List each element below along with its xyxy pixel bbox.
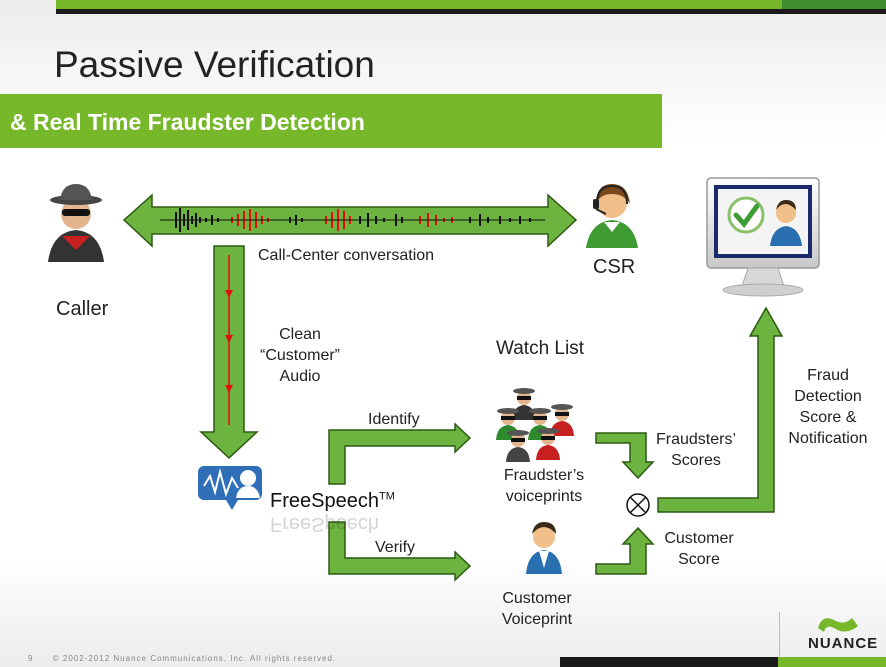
identify-arrow	[328, 422, 472, 485]
footer-copyright: 9 © 2002-2012 Nuance Communications, Inc…	[28, 654, 337, 663]
subtitle-banner: & Real Time Fraudster Detection	[0, 94, 662, 148]
fraudsters-voiceprints-label: Fraudster’s voiceprints	[503, 467, 585, 505]
customer-voiceprint-label: Customer Voiceprint	[501, 590, 573, 628]
headset-agent-icon	[586, 184, 638, 248]
audio-waveform	[160, 208, 545, 232]
clean-audio-signal	[225, 255, 233, 425]
freespeech-product-name: FreeSpeechTM	[270, 490, 395, 512]
fraud-detection-label: Fraud Detection Score & Notification	[788, 367, 868, 447]
csr-label: CSR	[593, 256, 636, 278]
customer-person-icon	[526, 522, 562, 574]
customer-score-label: Customer Score	[664, 530, 734, 568]
customer-score-arrow	[595, 526, 655, 575]
clean-audio-label: Clean “Customer” Audio	[259, 326, 340, 385]
bottom-accent-bar	[560, 657, 886, 667]
nuance-logo-icon	[818, 618, 858, 632]
monitor-checkmark-icon	[706, 177, 820, 297]
subtitle-text: & Real Time Fraudster Detection	[10, 109, 365, 135]
footer-divider	[779, 612, 780, 667]
nuance-logo-text: NUANCE	[808, 635, 879, 652]
freespeech-reflection: FreeSpeech	[270, 513, 379, 535]
fraudsters-scores-label: Fraudsters’ Scores	[655, 431, 737, 469]
watch-list-label: Watch List	[496, 338, 584, 359]
page-title: Passive Verification	[54, 44, 375, 85]
conversation-label: Call-Center conversation	[258, 247, 435, 264]
verify-arrow	[328, 521, 472, 582]
fraudster-group-icon	[496, 388, 574, 462]
top-accent-bar	[56, 0, 886, 14]
spy-caller-icon	[48, 184, 104, 262]
caller-label: Caller	[56, 298, 109, 320]
fraudsters-scores-arrow	[595, 432, 655, 480]
combine-operator-icon	[626, 493, 650, 517]
verify-label: Verify	[375, 539, 416, 556]
identify-label: Identify	[368, 411, 420, 428]
freespeech-logo-icon	[198, 466, 262, 510]
fraud-notification-arrow	[657, 306, 784, 513]
